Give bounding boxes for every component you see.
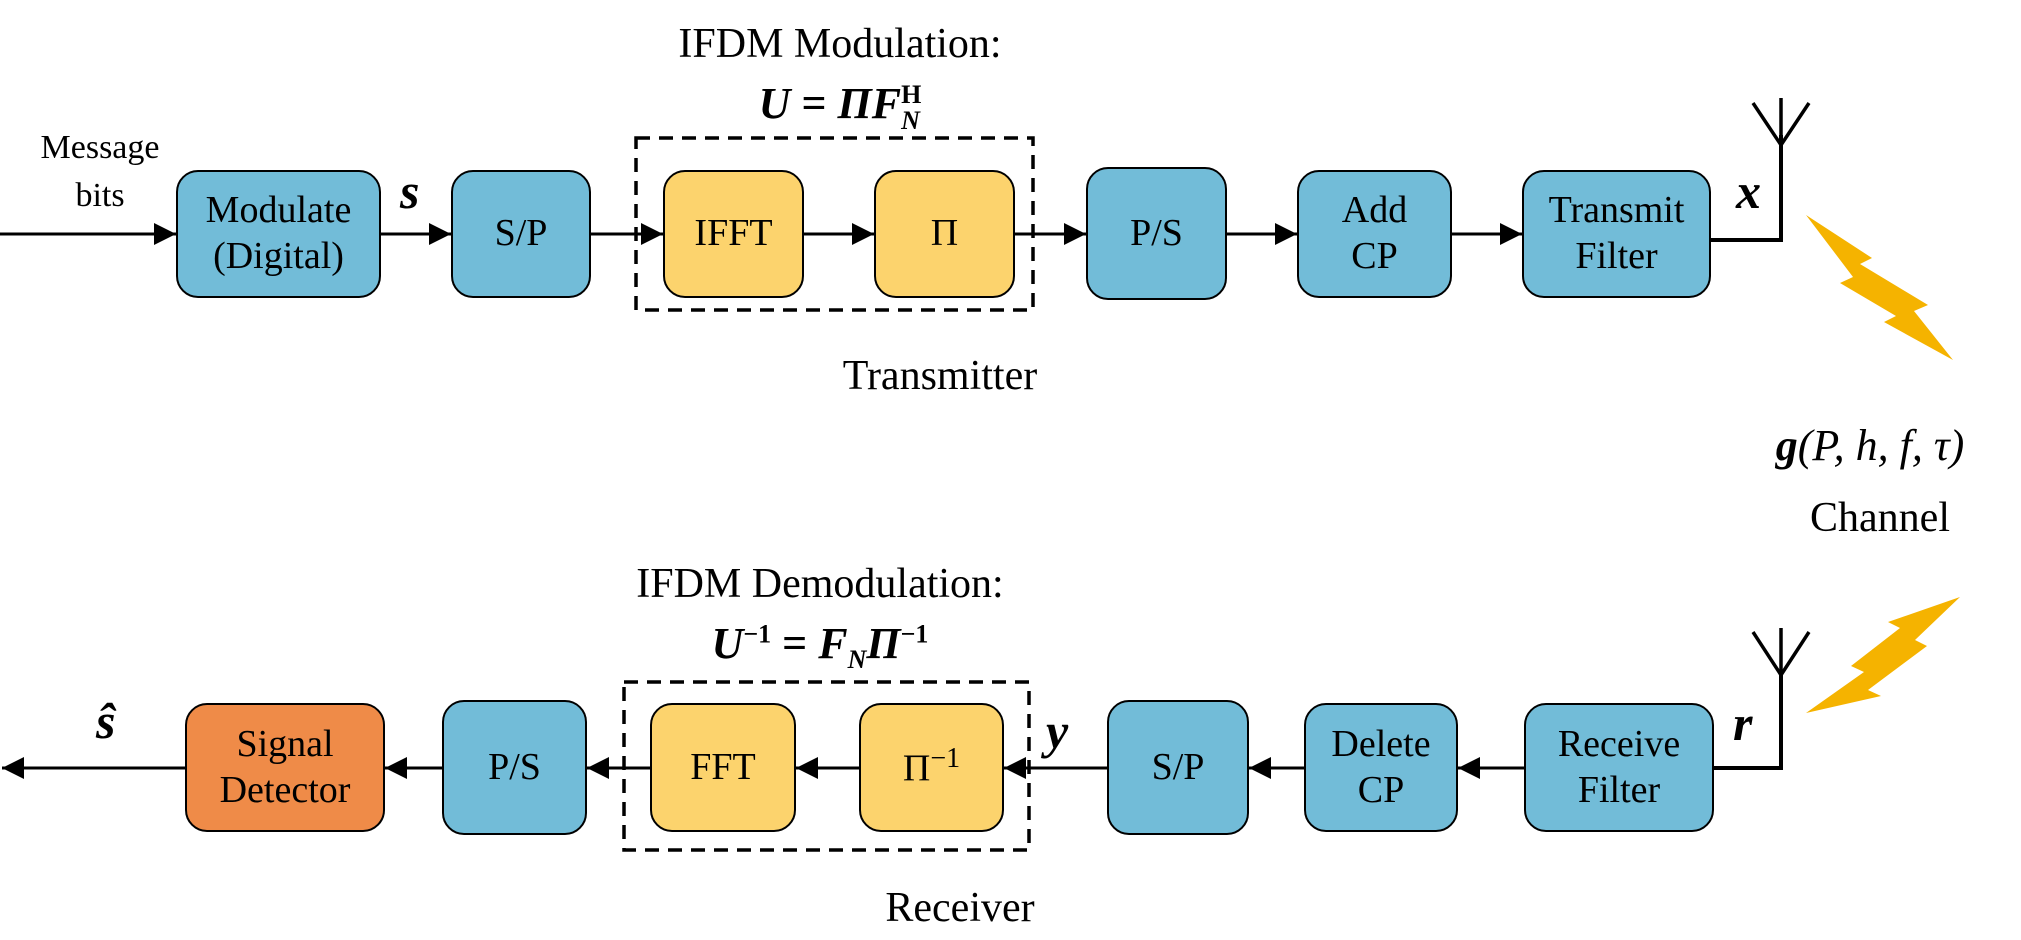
signal-r-label: r	[1733, 695, 1753, 751]
message-bits-line-2: bits	[75, 177, 125, 214]
ps-block-tx: P/S	[1086, 167, 1227, 300]
signal-x-label: x	[1736, 163, 1761, 219]
lightning-icon-tx	[1806, 215, 1953, 360]
transmitter-caption: Transmitter	[842, 353, 1038, 399]
receiver-caption: Receiver	[885, 885, 1035, 931]
ifft-block: IFFT	[663, 170, 804, 298]
signal-y-label: y	[1046, 703, 1069, 759]
pi-permutation-block: Π	[874, 170, 1015, 298]
channel-function-label: g(P, h, f, τ)	[1775, 421, 1965, 470]
tx-antenna-feed	[1711, 135, 1783, 242]
transmit-filter-block: Transmit Filter	[1522, 170, 1711, 298]
modulation-group-box	[634, 136, 1035, 312]
message-bits-label: Message bits	[25, 124, 175, 220]
modulation-title: IFDM Modulation:	[678, 21, 1002, 67]
signal-s-hat-label: ŝ	[96, 693, 116, 749]
sp-block-rx: S/P	[1107, 700, 1249, 835]
receive-filter-block: Receive Filter	[1524, 703, 1714, 832]
signal-detector-block: Signal Detector	[185, 703, 385, 832]
channel-caption: Channel	[1810, 495, 1950, 541]
rx-antenna-icon	[1751, 628, 1811, 676]
sp-block-tx: S/P	[451, 170, 591, 298]
ps-block-rx: P/S	[442, 700, 587, 835]
tx-antenna-icon	[1751, 98, 1811, 146]
lightning-icon-rx	[1806, 597, 1960, 713]
delete-cp-block: Delete CP	[1304, 703, 1458, 832]
add-cp-block: Add CP	[1297, 170, 1452, 298]
message-bits-line-1: Message	[40, 129, 160, 166]
modulate-block: Modulate (Digital)	[176, 170, 381, 298]
rx-antenna-feed	[1714, 675, 1783, 770]
demodulation-group-box	[622, 680, 1031, 852]
signal-s-label: s	[400, 163, 420, 219]
demodulation-title: IFDM Demodulation:	[636, 561, 1004, 607]
pi-inverse-block: Π−1	[859, 703, 1004, 832]
demodulation-equation: U−1 = FNΠ−1	[711, 619, 929, 674]
fft-block: FFT	[650, 703, 796, 832]
